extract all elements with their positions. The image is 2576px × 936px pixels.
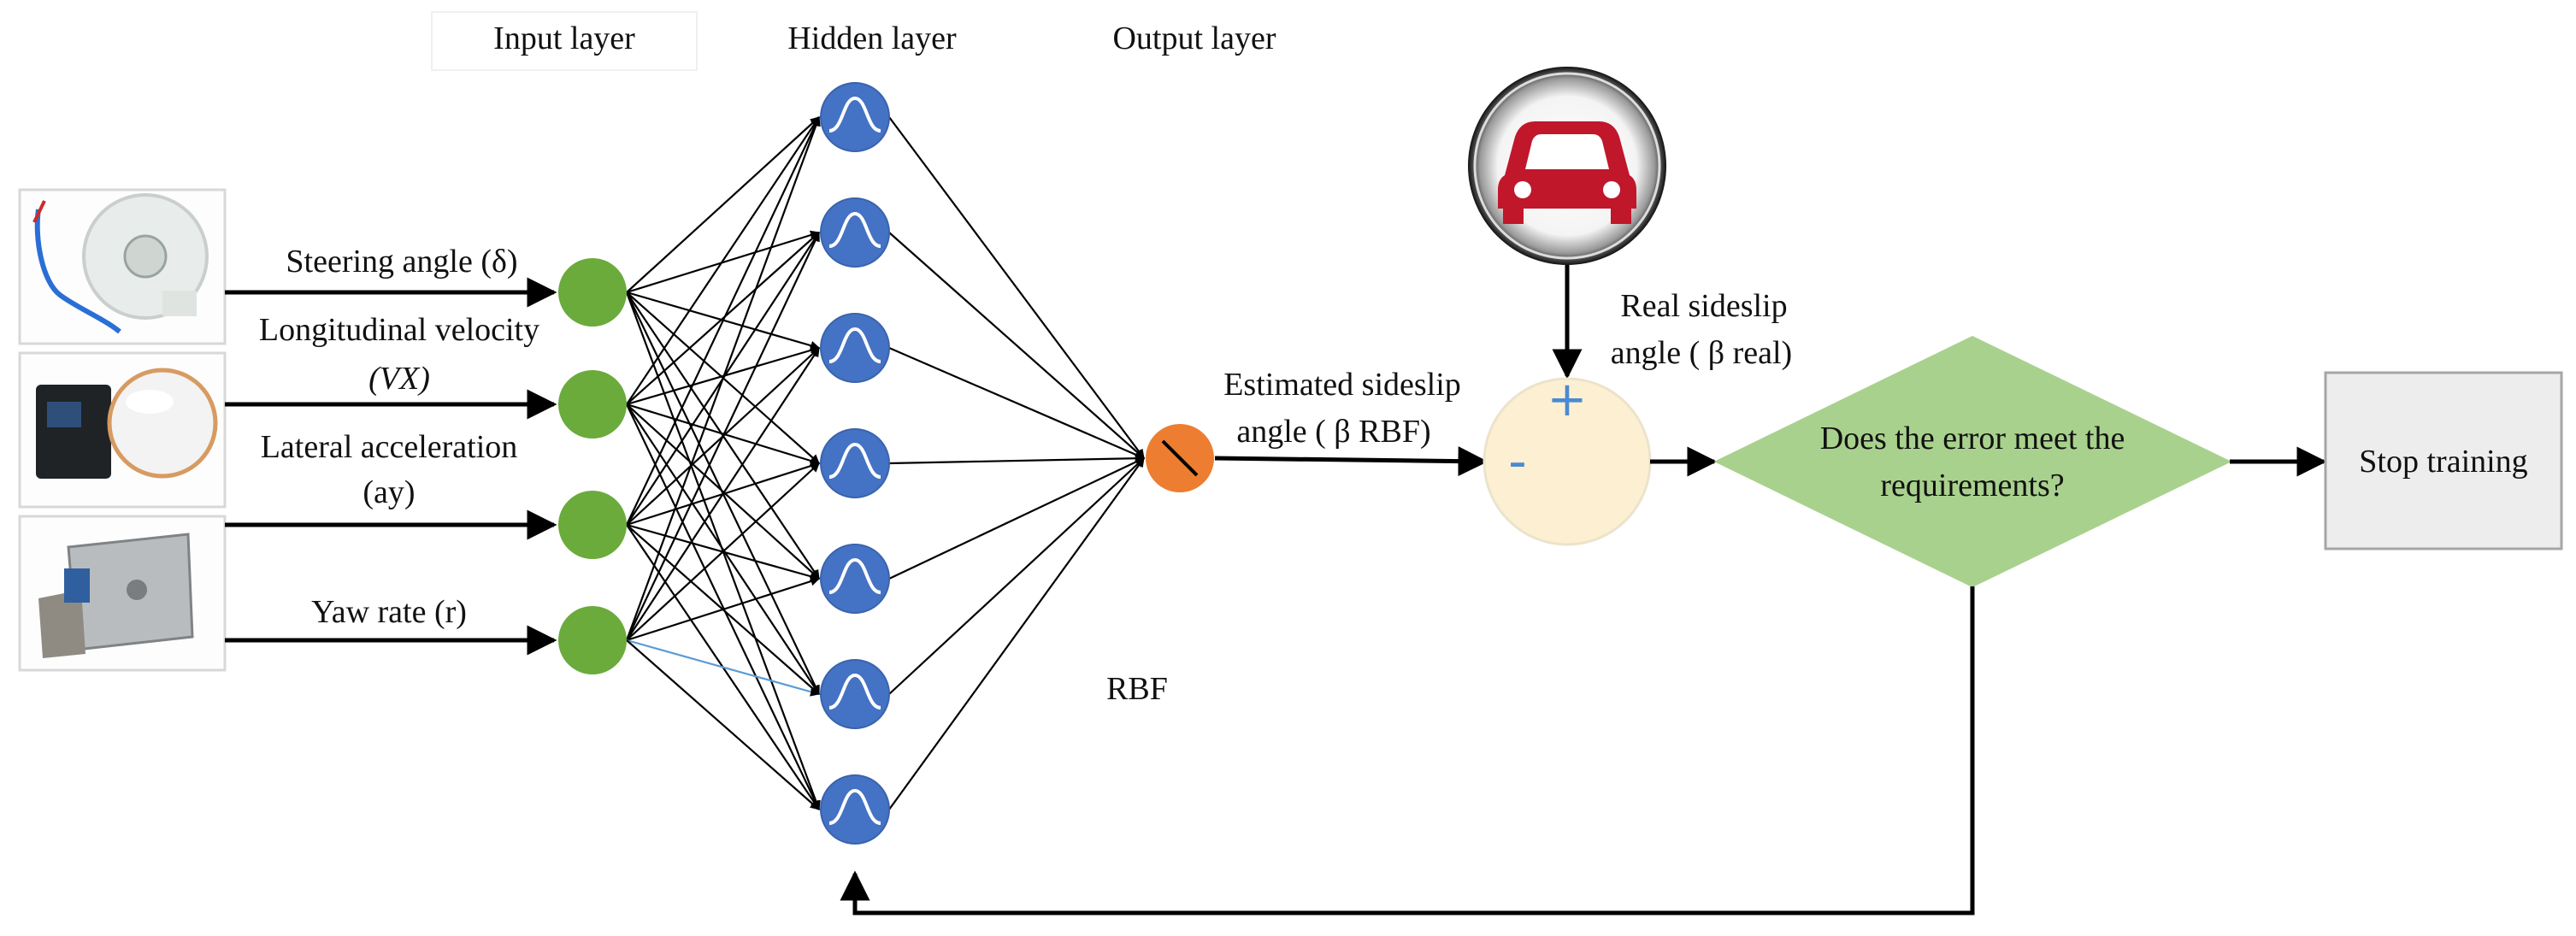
input-hidden-edge: [626, 639, 820, 810]
hidden-layer-header: Hidden layer: [787, 21, 957, 56]
input-hidden-edge: [626, 116, 820, 405]
input-hidden-edge: [626, 232, 820, 641]
input-label-lateral: Lateral acceleration: [261, 429, 518, 465]
stop-training-box: [2324, 371, 2563, 550]
hidden-output-edge: [888, 232, 1145, 459]
input-hidden-edge: [625, 115, 821, 641]
hidden-node: [820, 659, 890, 729]
input-hidden-edge: [626, 116, 820, 293]
hidden-node-circle: [820, 659, 890, 729]
network-connections: [625, 115, 1146, 811]
input-hidden-edge: [626, 639, 821, 697]
hidden-output-edge: [888, 457, 1145, 580]
rbf-label: RBF: [1106, 671, 1168, 707]
input-label-yaw: Yaw rate (r): [311, 594, 467, 630]
input-hidden-edge: [626, 462, 820, 641]
gps-velocity-sensor-image: [18, 351, 227, 509]
decision-diamond: [1713, 335, 2232, 588]
hidden-node: [820, 774, 890, 845]
input-label-velocity-symbol: (VX): [368, 361, 430, 397]
hidden-node-circle: [820, 313, 890, 383]
stop-training-label: Stop training: [2359, 444, 2527, 480]
hidden-output-edge: [888, 346, 1146, 460]
input-hidden-edge: [626, 116, 820, 526]
hidden-node-circle: [820, 428, 890, 498]
input-hidden-edge: [626, 232, 820, 405]
input-node: [558, 491, 627, 559]
minus-sign: -: [1508, 432, 1527, 492]
gaussian-curve-icon: [828, 211, 881, 248]
decision-text-line1: Does the error meet the: [1820, 421, 2125, 456]
hidden-output-edge: [888, 457, 1145, 695]
input-hidden-edge: [626, 347, 820, 641]
hidden-node: [820, 82, 890, 152]
gaussian-curve-icon: [828, 557, 881, 594]
input-hidden-edge: [626, 403, 821, 466]
input-node: [558, 370, 627, 439]
input-label-velocity: Longitudinal velocity: [259, 312, 539, 348]
plus-sign: +: [1547, 372, 1588, 427]
hidden-node-circle: [820, 774, 890, 845]
hidden-output-edge: [888, 457, 1145, 810]
hidden-node: [820, 428, 890, 498]
input-hidden-edge: [626, 230, 821, 294]
imu-sensor-image: [18, 515, 227, 672]
input-hidden-edge: [626, 403, 820, 695]
linear-activation-icon: [1161, 439, 1199, 477]
hidden-node: [820, 197, 890, 268]
input-hidden-edge: [626, 403, 820, 580]
summing-junction: + -: [1483, 372, 1652, 546]
estimated-sideslip-symbol: angle ( β RBF): [1236, 414, 1430, 450]
gaussian-curve-icon: [828, 788, 881, 825]
output-layer-header: Output layer: [1112, 21, 1276, 56]
decision-text-line2: requirements?: [1880, 468, 2064, 503]
input-label-lateral-symbol: (ay): [363, 474, 415, 510]
network-nodes: [558, 82, 1214, 845]
hidden-output-edge: [888, 453, 1146, 465]
gaussian-curve-icon: [828, 673, 881, 709]
car-icon: [1468, 67, 1666, 265]
input-label-steering: Steering angle (δ): [286, 244, 517, 280]
input-layer-header: Input layer: [493, 21, 635, 56]
input-hidden-edge: [626, 576, 821, 642]
hidden-node-circle: [820, 197, 890, 268]
output-node: [1146, 424, 1214, 492]
feedback-loop-arrow: [840, 586, 1975, 915]
steering-angle-sensor-image: [18, 188, 227, 345]
input-node: [558, 258, 627, 327]
hidden-output-edge: [888, 116, 1145, 459]
gaussian-curve-icon: [828, 442, 881, 479]
input-node: [558, 606, 627, 674]
estimated-sideslip-label: Estimated sideslip: [1223, 367, 1461, 403]
real-sideslip-label: Real sideslip: [1620, 288, 1787, 324]
gaussian-curve-icon: [828, 327, 881, 363]
real-sideslip-symbol: angle ( β real): [1611, 335, 1792, 371]
hidden-node-circle: [820, 82, 890, 152]
gaussian-curve-icon: [828, 96, 881, 132]
hidden-node-circle: [820, 544, 890, 614]
estimated-output-arrow: [1214, 446, 1488, 477]
hidden-node: [820, 544, 890, 614]
hidden-node: [820, 313, 890, 383]
input-hidden-edge: [626, 403, 820, 810]
input-layer-header-box: [431, 11, 698, 71]
